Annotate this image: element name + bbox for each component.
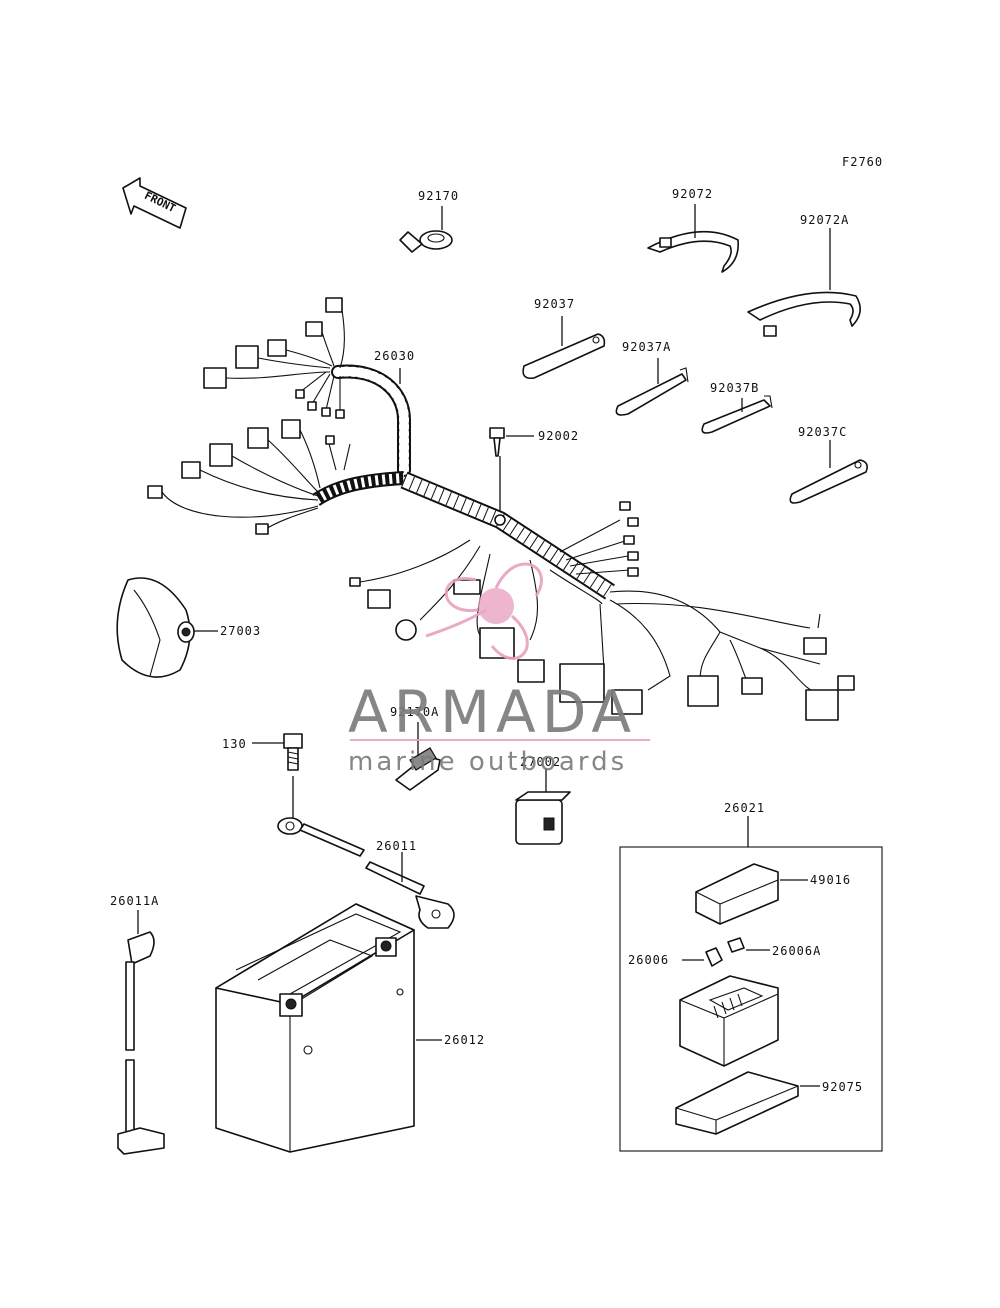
part-92002-screw: 92002 (489, 427, 579, 457)
label-26011: 26011 (376, 839, 417, 853)
part-92170A-clip: 92170A (390, 705, 441, 791)
label-26006A: 26006A (772, 944, 821, 958)
part-27002-relay: 27002 (515, 755, 571, 845)
label-92037A: 92037A (622, 340, 671, 354)
part-92072-band: 92072 (647, 187, 739, 273)
label-92072A: 92072A (800, 213, 849, 227)
label-92002: 92002 (538, 429, 579, 443)
part-92170-grommet: 92170 (399, 189, 459, 253)
label-26021: 26021 (724, 801, 765, 815)
label-92037C: 92037C (798, 425, 847, 439)
label-92072: 92072 (672, 187, 713, 201)
label-26012: 26012 (444, 1033, 485, 1047)
watermark-tagline: marine outboards (348, 747, 627, 777)
group-frame (619, 846, 883, 1152)
part-26011-cable: 26011 (277, 817, 455, 929)
label-26011A: 26011A (110, 894, 159, 908)
part-92037C-clamp: 92037C (789, 425, 868, 504)
label-92037: 92037 (534, 297, 575, 311)
part-92037A-clamp: 92037A (615, 340, 689, 416)
part-26011A-cable: 26011A (110, 894, 165, 1155)
part-27003-horn: 27003 (116, 577, 261, 678)
part-26012-battery: 26012 (215, 903, 485, 1153)
label-26006: 26006 (628, 953, 669, 967)
watermark-brand: ARMADA (348, 678, 637, 746)
part-92072A-band: 92072A (747, 213, 861, 337)
label-92037B: 92037B (710, 381, 759, 395)
label-49016: 49016 (810, 873, 851, 887)
label-27002: 27002 (520, 755, 561, 769)
figure-code: F2760 (842, 155, 883, 169)
label-130: 130 (222, 737, 247, 751)
armada-watermark: ARMADA marine outboards (348, 562, 650, 777)
label-92170: 92170 (418, 189, 459, 203)
label-27003: 27003 (220, 624, 261, 638)
propeller-logo (425, 562, 543, 660)
part-26030-harness: 26030 (147, 297, 855, 721)
label-92075: 92075 (822, 1080, 863, 1094)
part-92037B-clamp: 92037B (701, 381, 773, 434)
part-92037-clamp: 92037 (522, 297, 606, 380)
label-92170A: 92170A (390, 705, 439, 719)
label-26030: 26030 (374, 349, 415, 363)
front-arrow: FRONT (122, 177, 187, 229)
part-26021-fuse-box-group: 26021 49016 26006 26006A 92075 (619, 801, 883, 1152)
part-130-bolt: 130 (222, 733, 303, 818)
